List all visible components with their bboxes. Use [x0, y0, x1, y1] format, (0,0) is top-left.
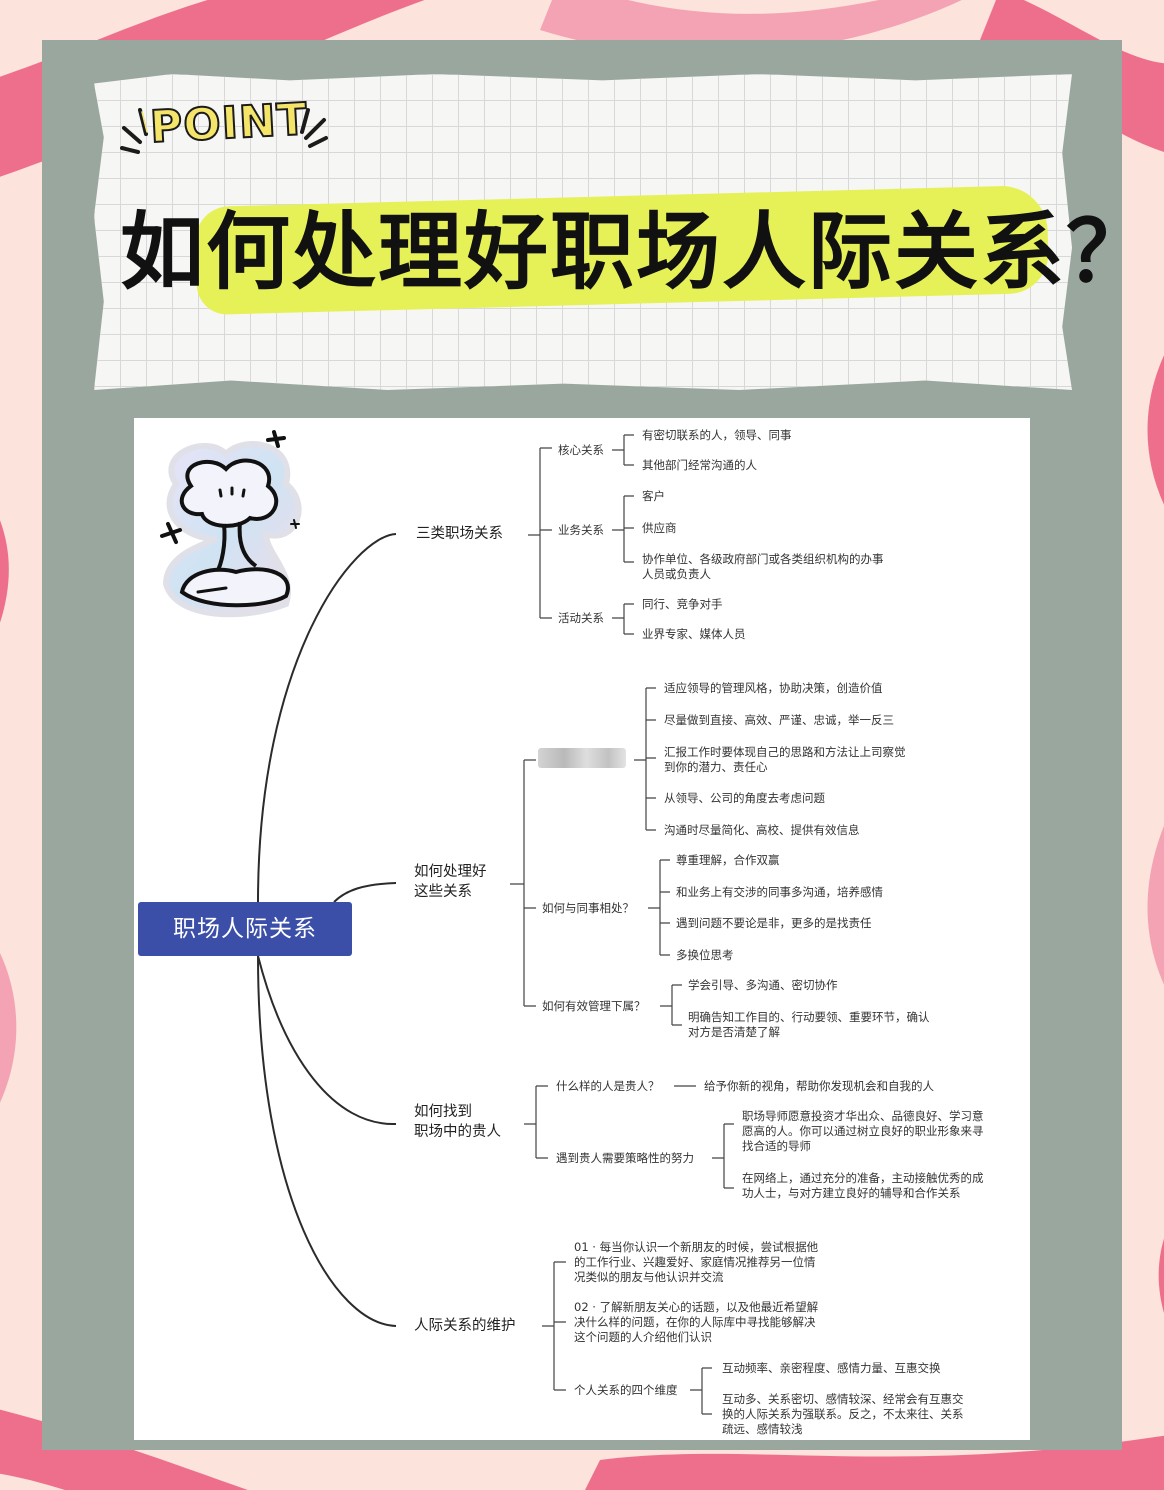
leaf-tip2-c: 这个问题的人介绍他们认识: [574, 1330, 712, 1344]
sub-who-is-mentor: 什么样的人是贵人？: [556, 1079, 660, 1093]
leaf-effort-1c: 找合适的导师: [742, 1139, 811, 1153]
leaf-tip1-b: 的工作行业、兴趣爱好、家庭情况推荐另一位情: [574, 1255, 816, 1269]
branch-handle-relations-l2: 这些关系: [414, 884, 472, 900]
leaf-colleague-2: 和业务上有交涉的同事多沟通，培养感情: [676, 885, 883, 899]
leaf-colleague-1: 尊重理解，合作双赢: [676, 853, 780, 867]
leaf-tip2-a: 02 · 了解新朋友关心的话题，以及他最近希望解: [574, 1300, 819, 1314]
branch-mentor-l2: 职场中的贵人: [414, 1124, 501, 1140]
sub-business-relations: 业务关系: [558, 523, 604, 537]
leaf-who-is-mentor: 给予你新的视角，帮助你发现机会和自我的人: [704, 1079, 934, 1093]
leaf-business-1: 客户: [642, 489, 665, 503]
sub-strategic-effort: 遇到贵人需要策略性的努力: [556, 1151, 694, 1165]
leaf-core-1: 有密切联系的人，领导、同事: [642, 428, 792, 442]
point-label: POINT: [148, 93, 310, 154]
root-node: 职场人际关系: [138, 902, 352, 956]
blurred-sub-label: [538, 748, 626, 768]
leaf-effort-2a: 在网络上，通过充分的准备，主动接触优秀的成: [742, 1171, 984, 1185]
leaf-tip1-a: 01 · 每当你认识一个新朋友的时候，尝试根据他: [574, 1240, 819, 1254]
sub-subordinate: 如何有效管理下属？: [542, 999, 646, 1013]
leaf-leader-3a: 汇报工作时要体现自己的思路和方法让上司察觉: [664, 745, 906, 759]
leaf-leader-4: 从领导、公司的角度去考虑问题: [664, 791, 825, 805]
leaf-business-3b: 人员或负责人: [642, 567, 711, 581]
leaf-colleague-3: 遇到问题不要论是非，更多的是找责任: [676, 916, 872, 930]
connector-branch3: [257, 955, 397, 1126]
page-title: 如何处理好职场人际关系？: [120, 203, 1153, 301]
mindmap-connectors: [257, 434, 734, 1415]
leaf-dimension-2c: 疏远、感情较浅: [722, 1422, 803, 1436]
sub-activity-relations: 活动关系: [558, 611, 604, 625]
leaf-dimension-1: 互动频率、亲密程度、感情力量、互惠交换: [722, 1361, 941, 1375]
leaf-dimension-2b: 换的人际关系为强联系。反之，不太来往、关系: [722, 1407, 964, 1421]
connector-branch4: [257, 955, 397, 1327]
leaf-leader-3b: 到你的潜力、责任心: [664, 760, 768, 774]
leaf-tip2-b: 决什么样的问题，在你的人际库中寻找能够解决: [574, 1315, 816, 1329]
sub-four-dimensions: 个人关系的四个维度: [574, 1383, 678, 1397]
connector-branch2: [333, 882, 397, 903]
leaf-tip1-c: 况类似的朋友与他认识并交流: [574, 1270, 724, 1284]
branch-handle-relations-l1: 如何处理好: [414, 864, 487, 880]
leaf-effort-2b: 功人士，与对方建立良好的辅导和合作关系: [742, 1186, 961, 1200]
branch-three-relations: 三类职场关系: [416, 526, 503, 542]
leaf-subordinate-2b: 对方是否清楚了解: [688, 1025, 780, 1039]
leaf-leader-2: 尽量做到直接、高效、严谨、忠诚，举一反三: [664, 713, 894, 727]
sub-colleague: 如何与同事相处？: [542, 901, 634, 915]
leaf-activity-2: 业界专家、媒体人员: [642, 627, 746, 641]
sparkle-right-icon: [300, 108, 328, 148]
leaf-leader-5: 沟通时尽量简化、高校、提供有效信息: [664, 823, 860, 837]
leaf-colleague-4: 多换位思考: [676, 948, 734, 962]
leaf-effort-1b: 愿高的人。你可以通过树立良好的职业形象来寻: [742, 1124, 984, 1138]
leaf-activity-1: 同行、竞争对手: [642, 597, 723, 611]
leaf-effort-1a: 职场导师愿意投资才华出众、品德良好、学习意: [742, 1109, 984, 1123]
mindmap-card: 职场人际关系 三类职场关系 核心关系 有密切联系的人，领导、同事 其他部门经常沟…: [134, 418, 1030, 1440]
leaf-subordinate-1: 学会引导、多沟通、密切协作: [688, 978, 838, 992]
leaf-dimension-2a: 互动多、关系密切、感情较深、经常会有互惠交: [722, 1392, 964, 1406]
sparkle-left-icon: [120, 108, 148, 154]
branch-maintenance: 人际关系的维护: [414, 1318, 516, 1334]
leaf-leader-1: 适应领导的管理风格，协助决策，创造价值: [664, 681, 883, 695]
leaf-business-2: 供应商: [642, 521, 677, 535]
connector-branch1: [257, 533, 397, 903]
leaf-core-2: 其他部门经常沟通的人: [642, 458, 757, 472]
sub-core-relations: 核心关系: [558, 443, 604, 457]
cloud-mascot-sticker: [160, 430, 302, 618]
leaf-subordinate-2a: 明确告知工作目的、行动要领、重要环节，确认: [688, 1010, 930, 1024]
leaf-business-3a: 协作单位、各级政府部门或各类组织机构的办事: [642, 552, 884, 566]
branch-mentor-l1: 如何找到: [414, 1104, 472, 1120]
